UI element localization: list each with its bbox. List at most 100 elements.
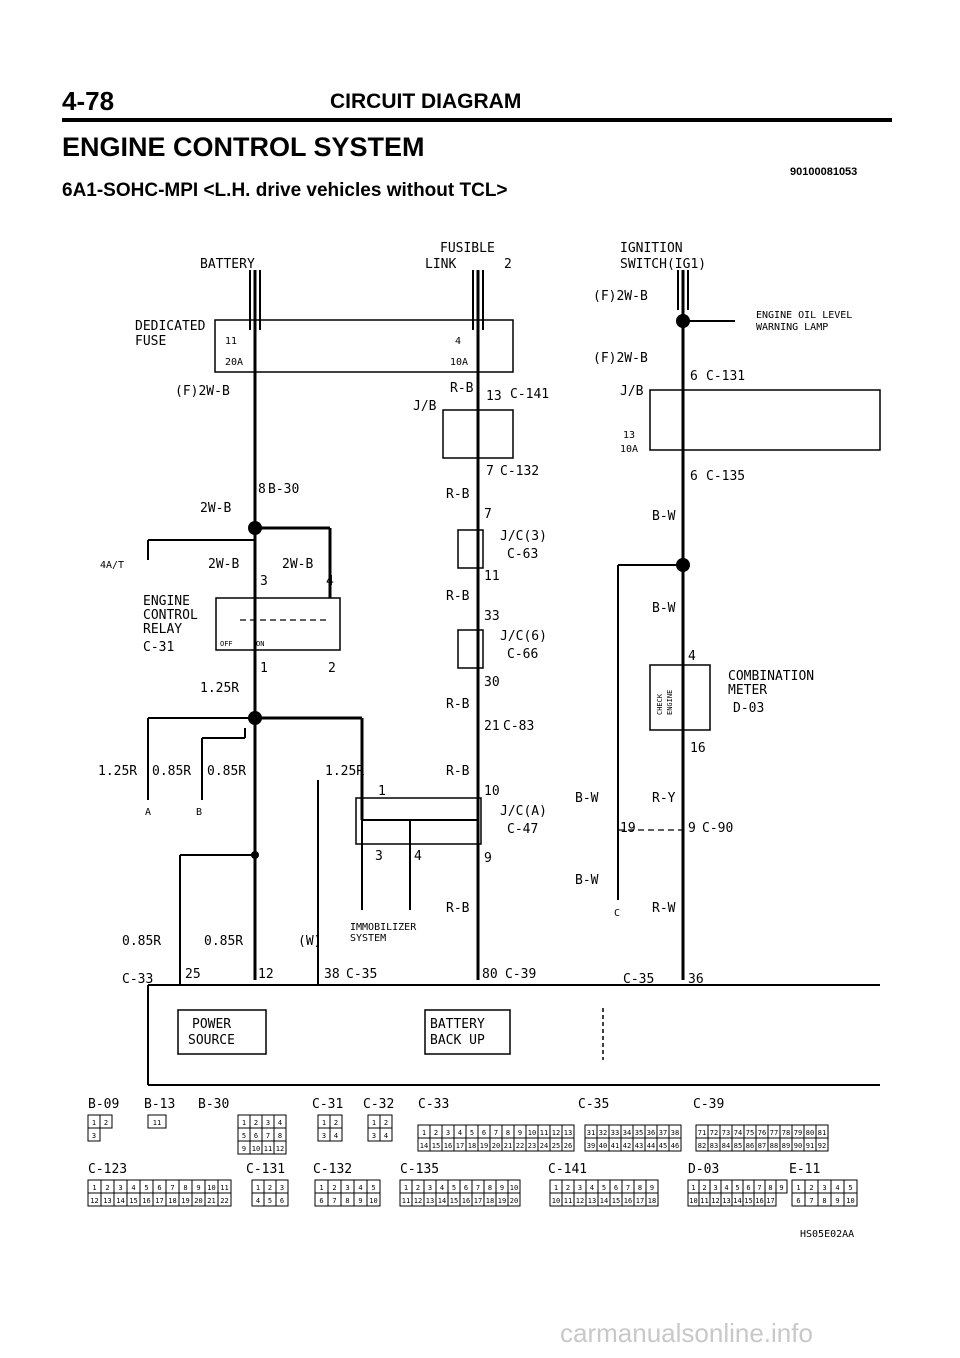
relay-off: OFF [220, 640, 233, 648]
connector-pin-number: 88 [770, 1142, 778, 1150]
connector-pin-number: 15 [612, 1197, 620, 1205]
connector-pin-cell [764, 1192, 777, 1207]
connector-pin-number: 33 [611, 1129, 619, 1137]
wire-085r-4: 0.85R [204, 934, 243, 949]
connector-pin-number: 22 [220, 1197, 228, 1205]
conn-ref-c31: C-31 [143, 640, 174, 655]
connector-pin-number: 21 [207, 1197, 215, 1205]
connector-pin-number: 9 [779, 1184, 783, 1192]
connector-pin-number: 79 [794, 1129, 802, 1137]
connector-pin-number: 75 [746, 1129, 754, 1137]
ignition-switch-label: IGNITION [620, 241, 683, 256]
at4-label: 4A/T [100, 560, 124, 571]
connector-pin-number: 8 [488, 1184, 492, 1192]
connector-pin-number: 90 [794, 1142, 802, 1150]
connector-pin-number: 4 [590, 1184, 594, 1192]
battery-backup-1: BATTERY [430, 1017, 485, 1032]
combination-meter-2: METER [728, 683, 767, 698]
jb-label-1: J/B [413, 399, 437, 414]
connector-pin-number: 72 [710, 1129, 718, 1137]
wire-125r-2: 1.25R [98, 764, 137, 779]
connector-pin-number: 13 [722, 1197, 730, 1205]
connector-pin-number: 4 [724, 1184, 728, 1192]
connector-pin-number: 78 [782, 1129, 790, 1137]
connector-pin-number: 5 [268, 1197, 272, 1205]
check-engine-2: ENGINE [666, 690, 674, 715]
connector-b30-label: B-30 [198, 1097, 229, 1112]
connector-pin-number: 1 [256, 1184, 260, 1192]
connector-pin-cell [843, 1192, 858, 1207]
connector-pin-number: 4 [131, 1184, 135, 1192]
connector-pin-cell [99, 1114, 113, 1129]
wire-rb-4: R-B [446, 697, 470, 712]
connector-pin-number: 8 [345, 1197, 349, 1205]
connector-pin-number: 32 [599, 1129, 607, 1137]
conn-ref-c47: C-47 [507, 822, 538, 837]
wire-125r-1: 1.25R [200, 681, 239, 696]
connector-pin-number: 6 [614, 1184, 618, 1192]
connector-pin-number: 20 [194, 1197, 202, 1205]
connector-pin-number: 15 [432, 1142, 440, 1150]
conn-a: A [145, 807, 151, 818]
connector-pin-number: 8 [768, 1184, 772, 1192]
connector-pin-number: 43 [635, 1142, 643, 1150]
ign-pin-4: 4 [679, 319, 683, 327]
connector-pin-number: 7 [266, 1132, 270, 1140]
connector-pin-number: 4 [278, 1119, 282, 1127]
connector-pin-number: 2 [384, 1119, 388, 1127]
immobilizer-label-2: SYSTEM [350, 933, 386, 944]
connector-c131-label: C-131 [246, 1162, 285, 1177]
connector-pin-number: 4 [458, 1129, 462, 1137]
connector-pin-number: 11 [540, 1129, 548, 1137]
connector-pin-number: 92 [818, 1142, 826, 1150]
connector-c141-label: C-141 [548, 1162, 587, 1177]
connector-pin-number: 44 [647, 1142, 655, 1150]
pin-19: 19 [620, 821, 636, 836]
connector-pin-number: 91 [806, 1142, 814, 1150]
connector-pin-number: 5 [452, 1184, 456, 1192]
conn-ref-c141: C-141 [510, 387, 549, 402]
pin-25: 25 [185, 967, 201, 982]
ecr-label-1: ENGINE [143, 594, 190, 609]
connector-c35-label: C-35 [578, 1097, 609, 1112]
conn-c: C [614, 908, 620, 919]
connector-pin-number: 5 [144, 1184, 148, 1192]
connector-pin-number: 86 [746, 1142, 754, 1150]
connector-pin-number: 3 [428, 1184, 432, 1192]
connector-pin-number: 16 [444, 1142, 452, 1150]
connector-pin-number: 4 [835, 1184, 839, 1192]
wire-f2wb-right-2: (F)2W-B [593, 351, 648, 366]
connector-pin-number: 14 [733, 1197, 741, 1205]
connector-pin-number: 73 [722, 1129, 730, 1137]
connector-pin-cell [379, 1127, 393, 1142]
connector-pin-number: 14 [420, 1142, 428, 1150]
connector-pin-number: 81 [818, 1129, 826, 1137]
pin-4: 4 [326, 574, 334, 589]
connector-pin-cell [87, 1127, 101, 1142]
connector-pin-number: 36 [647, 1129, 655, 1137]
fusible-link-label-2: LINK [425, 257, 456, 272]
connector-pin-number: 2 [254, 1119, 258, 1127]
connector-pin-number: 7 [494, 1129, 498, 1137]
connector-pin-cell [275, 1192, 289, 1207]
connector-pin-number: 1 [322, 1119, 326, 1127]
ecr-label-2: CONTROL [143, 608, 198, 623]
connector-pin-number: 85 [734, 1142, 742, 1150]
fuse-10a: 10A [450, 357, 468, 368]
connector-pin-number: 6 [796, 1197, 800, 1205]
connector-c39-label: C-39 [693, 1097, 724, 1112]
wire-bw-4: B-W [575, 873, 599, 888]
ignition-switch-label-2: SWITCH(IG1) [620, 257, 706, 272]
connector-pin-number: 3 [280, 1184, 284, 1192]
immobilizer-label-1: IMMOBILIZER [350, 922, 417, 933]
connector-pin-number: 46 [671, 1142, 679, 1150]
connector-pin-number: 6 [482, 1129, 486, 1137]
connector-pin-number: 5 [735, 1184, 739, 1192]
connector-pin-number: 25 [552, 1142, 560, 1150]
connector-c132-label: C-132 [313, 1162, 352, 1177]
conn-ref-c66: C-66 [507, 647, 538, 662]
connector-pin-cell [366, 1192, 381, 1207]
connector-pin-cell [329, 1127, 343, 1142]
pin-9: 9 [484, 851, 492, 866]
